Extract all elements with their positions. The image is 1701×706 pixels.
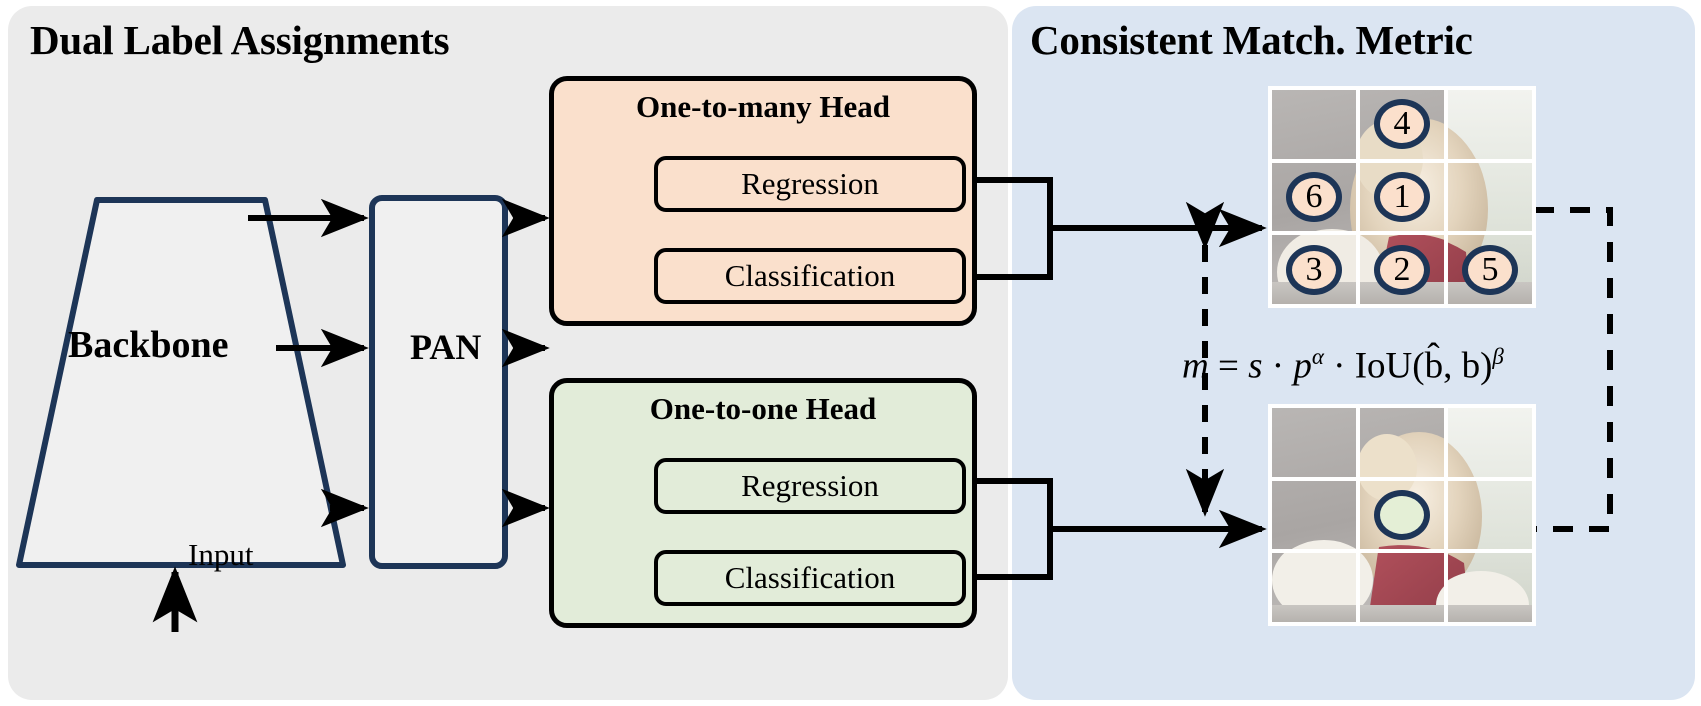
panel-left-title: Dual Label Assignments [30, 17, 450, 63]
grid-cell [1448, 162, 1532, 232]
input-label: Input [188, 537, 254, 572]
photo-tile [1448, 408, 1532, 477]
photo-tile [1448, 480, 1532, 550]
grid-cell: 6 [1272, 162, 1356, 232]
formula-exponent-beta: β [1492, 344, 1504, 369]
assignment-marker: 1 [1374, 171, 1430, 222]
one-to-one-assignment-grid [1268, 404, 1536, 626]
grid-cell [1448, 408, 1532, 477]
grid-cell [1448, 480, 1532, 550]
one-to-many-classification-box[interactable]: Classification [654, 248, 966, 304]
grid-cell [1360, 408, 1444, 477]
assignment-marker [1374, 489, 1430, 540]
photo-tile [1448, 162, 1532, 232]
photo-tile [1272, 480, 1356, 550]
grid-cell: 2 [1360, 235, 1444, 304]
assignment-marker: 3 [1286, 244, 1342, 295]
grid-cell [1360, 553, 1444, 622]
one-to-one-head-title: One-to-one Head [649, 391, 877, 426]
formula-dot-2: · [1333, 345, 1346, 387]
formula-exponent-alpha: α [1311, 344, 1324, 369]
grid-cell [1448, 553, 1532, 622]
grid-cell: 1 [1360, 162, 1444, 232]
one-to-many-head-title: One-to-many Head [635, 89, 890, 124]
backbone-label: Backbone [68, 324, 229, 366]
grid-cell [1272, 408, 1356, 477]
grid-cell [1448, 90, 1532, 159]
formula-term-iou: IoU(b̂, b) [1354, 345, 1493, 387]
one-to-one-regression-box[interactable]: Regression [654, 458, 966, 514]
one-to-one-classification-box[interactable]: Classification [654, 550, 966, 606]
grid-cell [1272, 553, 1356, 622]
grid-cell [1360, 480, 1444, 550]
grid-cell: 4 [1360, 90, 1444, 159]
grid-cell [1272, 480, 1356, 550]
pan-label: PAN [410, 327, 482, 367]
one-to-many-assignment-grid: 4 6 1 3 2 5 [1268, 86, 1536, 308]
photo-tile [1272, 553, 1356, 622]
grid-cell [1272, 90, 1356, 159]
one-to-one-head-box[interactable]: One-to-one Head Regression Classificatio… [549, 378, 977, 628]
photo-tile [1360, 553, 1444, 622]
one-to-many-regression-box[interactable]: Regression [654, 156, 966, 212]
one-to-many-head-box[interactable]: One-to-many Head Regression Classificati… [549, 76, 977, 326]
photo-tile [1272, 90, 1356, 159]
panel-right-title: Consistent Match. Metric [1030, 17, 1473, 63]
formula-equals: = [1217, 345, 1239, 387]
assignment-marker: 4 [1374, 99, 1430, 150]
photo-tile [1448, 553, 1532, 622]
formula-term-p: p [1293, 345, 1312, 387]
grid-cell: 5 [1448, 235, 1532, 304]
photo-tile [1272, 408, 1356, 477]
grid-cell: 3 [1272, 235, 1356, 304]
assignment-marker: 2 [1374, 244, 1430, 295]
photo-tile [1360, 408, 1444, 477]
assignment-marker: 5 [1462, 244, 1518, 295]
formula-dot-1: · [1271, 345, 1285, 387]
consistent-match-metric-formula: m = s · pα · IoU(b̂, b)β [1182, 344, 1504, 387]
photo-tile [1448, 90, 1532, 159]
assignment-marker: 6 [1286, 171, 1342, 222]
formula-term-s: s [1248, 345, 1263, 387]
formula-lhs: m [1182, 345, 1209, 387]
